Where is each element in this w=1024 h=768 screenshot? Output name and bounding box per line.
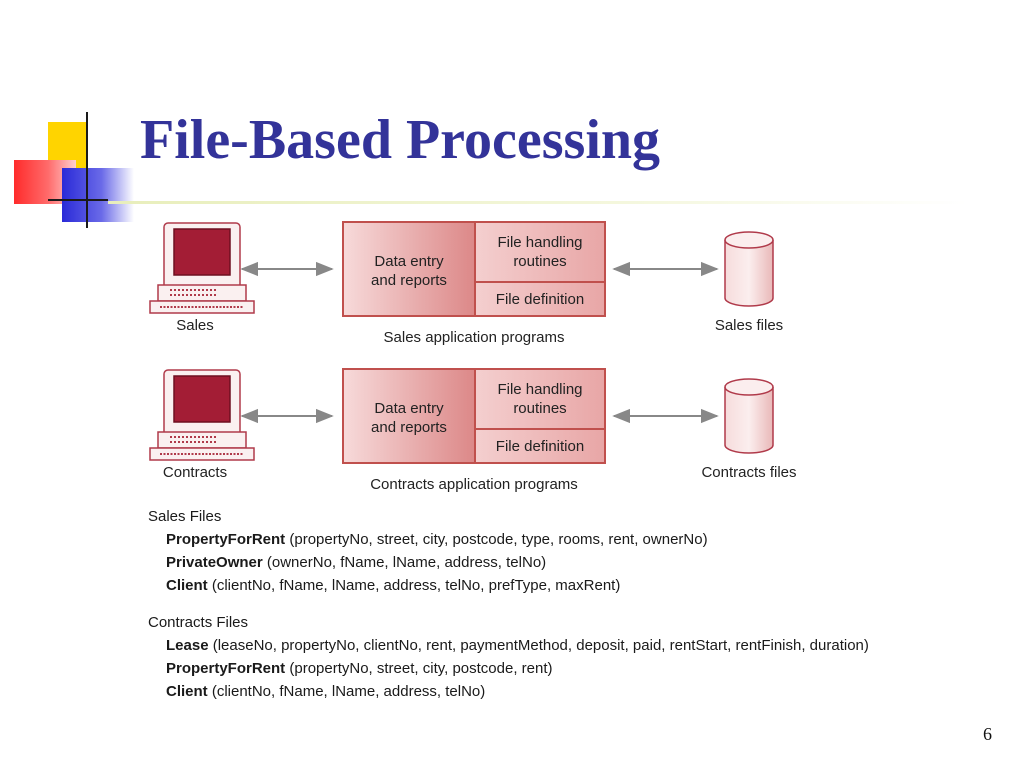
list-item: Lease (leaseNo, propertyNo, clientNo, re…: [166, 634, 1008, 657]
file-name: PropertyForRent: [166, 660, 286, 677]
list-item: PropertyForRent (propertyNo, street, cit…: [166, 657, 1008, 680]
file-fields: (propertyNo, street, city, postcode, ren…: [285, 660, 553, 677]
sales-files-cylinder-icon: [724, 231, 774, 307]
sales-data-entry-text-1: Data entry: [374, 253, 444, 270]
file-fields: (clientNo, fName, lName, address, telNo): [207, 683, 486, 700]
contracts-row: Contracts Data entry and reports File ha…: [149, 368, 797, 493]
sales-row: Sales Data entry and reports File handli…: [149, 221, 783, 346]
contracts-files-label: Contracts files: [701, 464, 796, 481]
list-item: Client (clientNo, fName, lName, address,…: [166, 680, 1008, 703]
file-processing-diagram: Sales Data entry and reports File handli…: [149, 221, 797, 493]
list-item: PropertyForRent (propertyNo, street, cit…: [166, 528, 1008, 551]
file-fields: (leaseNo, propertyNo, clientNo, rent, pa…: [208, 637, 869, 654]
contracts-files-heading: Contracts Files: [148, 614, 249, 631]
contracts-computer-icon: [149, 369, 255, 461]
contracts-file-definition-box: [474, 428, 606, 464]
file-name: Client: [166, 683, 208, 700]
contracts-data-entry-text-1: Data entry: [374, 400, 444, 417]
title-decoration-vertical-line: [86, 112, 88, 228]
sales-application-programs-label: Sales application programs: [384, 329, 565, 346]
title-underline-rule: [108, 201, 968, 204]
contracts-file-handling-text-1: File handling: [497, 381, 582, 398]
file-fields: (propertyNo, street, city, postcode, typ…: [285, 531, 708, 548]
sales-file-definition-text: File definition: [496, 291, 584, 308]
list-item: Client (clientNo, fName, lName, address,…: [166, 574, 1008, 597]
file-name: PropertyForRent: [166, 531, 286, 548]
sales-file-handling-box: [474, 221, 606, 283]
page-number: 6: [983, 724, 992, 744]
contracts-file-handling-box: [474, 368, 606, 430]
sales-file-handling-text-1: File handling: [497, 234, 582, 251]
sales-file-definition-box: [474, 281, 606, 317]
contracts-data-entry-text-2: and reports: [371, 419, 447, 436]
file-name: PrivateOwner: [166, 554, 263, 571]
sales-files-heading: Sales Files: [148, 508, 222, 525]
sales-computer-icon: [149, 222, 255, 314]
sales-data-entry-box: [342, 221, 476, 317]
file-name: Client: [166, 577, 208, 594]
file-fields: (ownerNo, fName, lName, address, telNo): [262, 554, 547, 571]
sales-files-label: Sales files: [715, 317, 783, 334]
contracts-data-entry-box: [342, 368, 476, 464]
sales-department-label: Sales: [176, 317, 214, 334]
sales-file-handling-text-2: routines: [513, 253, 566, 270]
contracts-application-programs-label: Contracts application programs: [370, 476, 578, 493]
contracts-department-label: Contracts: [163, 464, 227, 481]
contracts-files-section: Contracts Files Lease (leaseNo, property…: [148, 611, 1008, 703]
contracts-files-cylinder-icon: [724, 378, 774, 454]
contracts-file-handling-text-2: routines: [513, 400, 566, 417]
list-item: PrivateOwner (ownerNo, fName, lName, add…: [166, 551, 1008, 574]
sales-data-entry-text-2: and reports: [371, 272, 447, 289]
sales-files-section: Sales Files PropertyForRent (propertyNo,…: [148, 505, 1008, 597]
title-decoration-blue-block: [62, 168, 134, 222]
file-name: Lease: [166, 637, 209, 654]
contracts-file-definition-text: File definition: [496, 438, 584, 455]
slide-title: File-Based Processing: [140, 109, 661, 171]
title-decoration-horizontal-line: [48, 199, 108, 201]
file-fields: (clientNo, fName, lName, address, telNo,…: [207, 577, 621, 594]
